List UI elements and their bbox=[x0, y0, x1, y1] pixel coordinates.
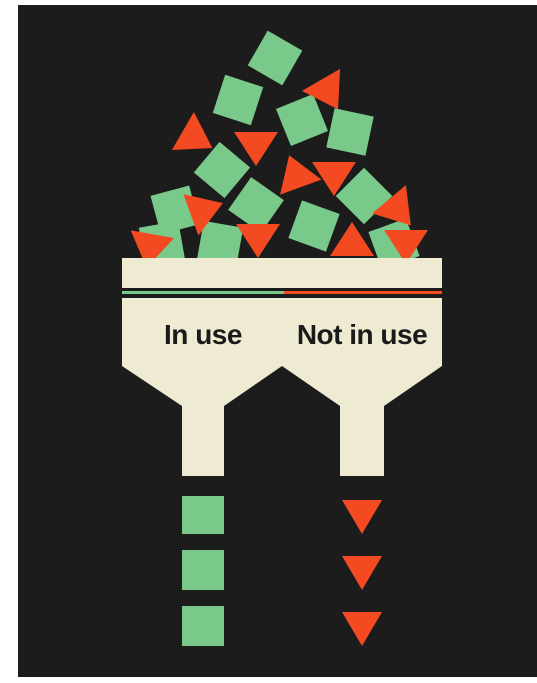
label-in-use: In use bbox=[164, 319, 242, 350]
output-square-icon bbox=[182, 496, 224, 534]
output-square-icon bbox=[182, 550, 224, 590]
output-square-icon bbox=[182, 606, 224, 646]
divider-not-in-use bbox=[284, 291, 442, 294]
output-in-use bbox=[182, 496, 224, 646]
funnel-top-bar bbox=[122, 258, 442, 288]
pile-square-icon bbox=[326, 108, 373, 155]
label-not-in-use: Not in use bbox=[297, 319, 427, 350]
divider-in-use bbox=[122, 291, 284, 294]
